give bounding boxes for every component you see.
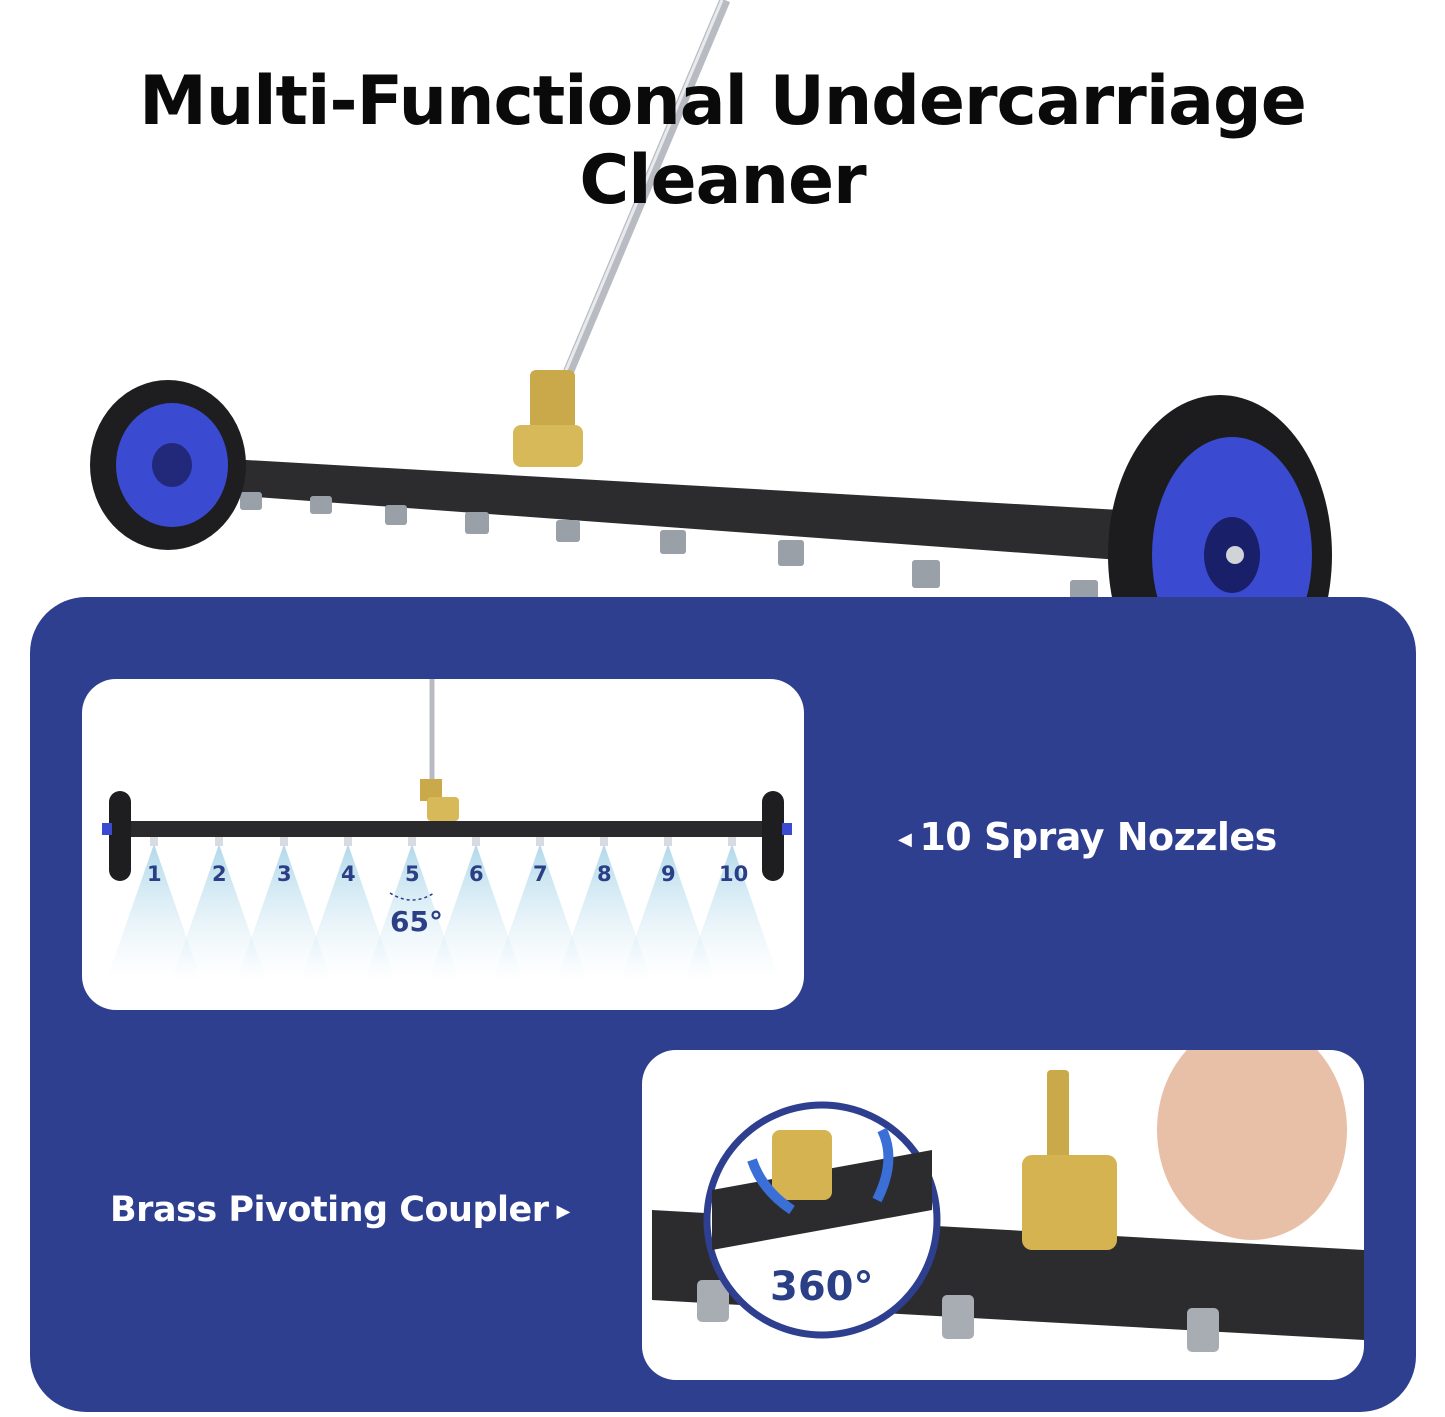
nozzle-number: 8 bbox=[597, 862, 612, 886]
nozzle-number: 10 bbox=[719, 862, 749, 886]
feature-text: 10 Spray Nozzles bbox=[919, 815, 1277, 859]
right-triangle-icon: ▶ bbox=[556, 1200, 571, 1222]
spray-angle-label: 65° bbox=[390, 905, 443, 938]
coupler-detail-card: 360° bbox=[642, 1050, 1364, 1380]
page-title: Multi-Functional Undercarriage Cleaner bbox=[139, 62, 1307, 220]
feature-text: Brass Pivoting Coupler bbox=[110, 1190, 549, 1230]
nozzle-number: 4 bbox=[341, 862, 356, 886]
nozzle-number: 6 bbox=[469, 862, 484, 886]
feature-label-coupler: Brass Pivoting Coupler ▶ bbox=[110, 1190, 578, 1230]
nozzle-diagram-card: 1 2 3 4 5 6 7 8 9 10 65° bbox=[82, 679, 804, 1010]
spray-bar-diagram bbox=[102, 679, 792, 979]
left-triangle-icon: ◀ bbox=[898, 829, 912, 850]
nozzle-number: 9 bbox=[661, 862, 676, 886]
nozzle-number: 7 bbox=[533, 862, 548, 886]
rotation-label: 360° bbox=[770, 1264, 874, 1310]
nozzle-number: 5 bbox=[405, 862, 420, 886]
coupler-photo bbox=[652, 1050, 1364, 1352]
nozzle-number: 1 bbox=[147, 862, 162, 886]
nozzle-number: 2 bbox=[212, 862, 227, 886]
nozzle-number: 3 bbox=[277, 862, 292, 886]
feature-label-nozzles: ◀ 10 Spray Nozzles bbox=[890, 815, 1277, 859]
